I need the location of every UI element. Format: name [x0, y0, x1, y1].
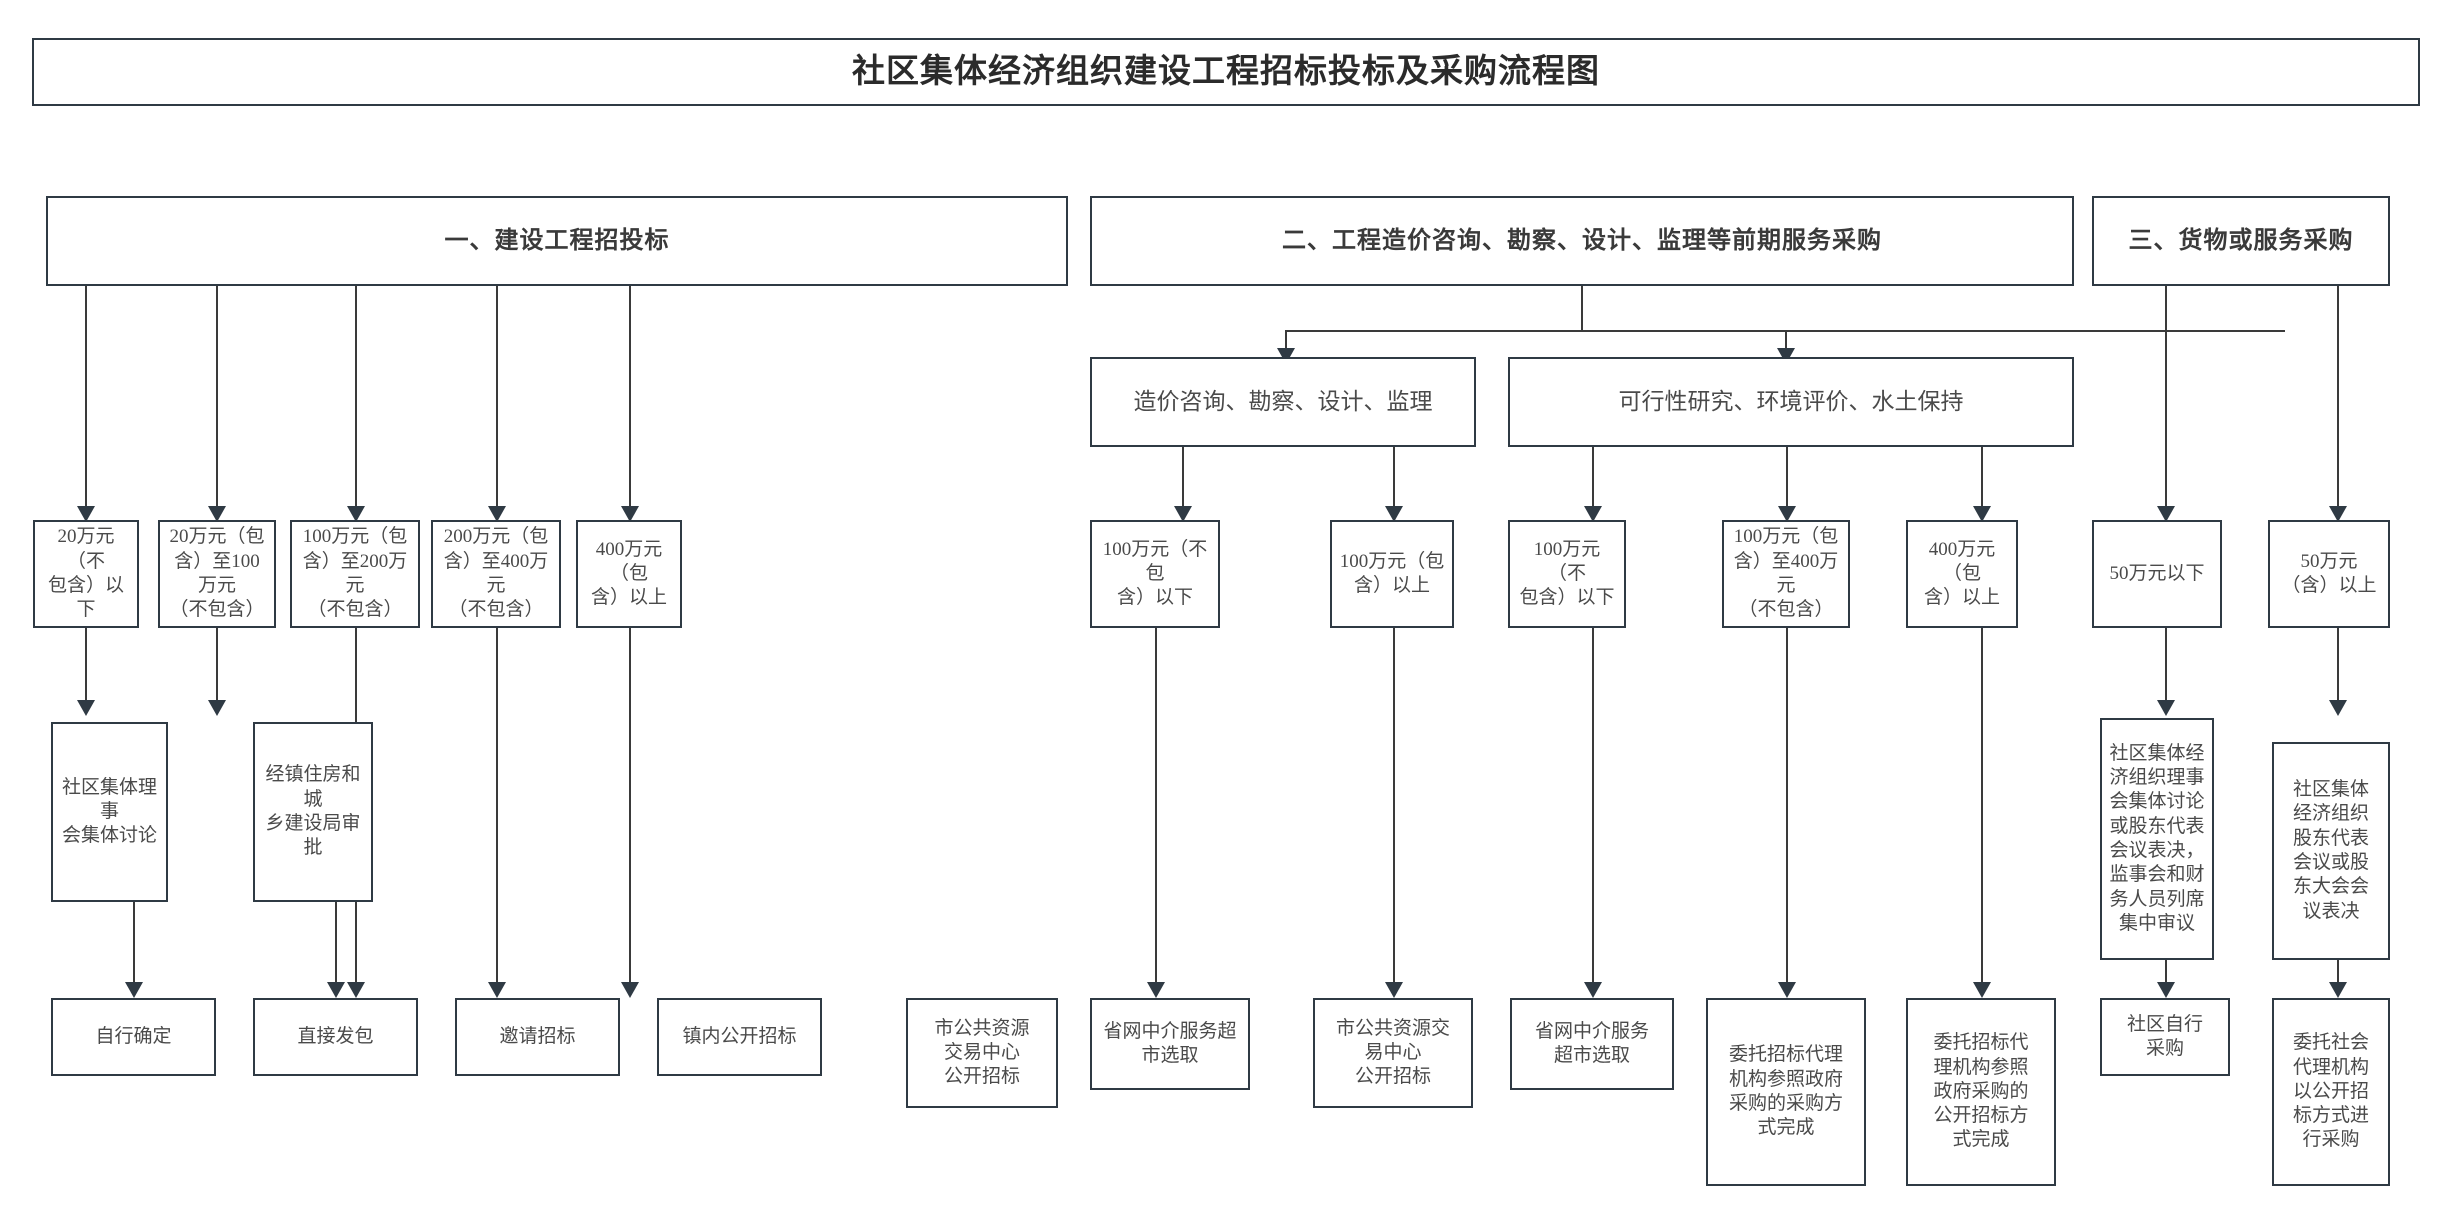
connector-col4-result	[496, 628, 498, 988]
threshold-box-8: 100万元（不 包含）以下	[1508, 520, 1626, 628]
connector-sec1-col3	[355, 286, 357, 512]
connector-suba-col7	[1393, 447, 1395, 512]
threshold-box-12: 50万元 （含）以上	[2268, 520, 2390, 628]
arrowhead-col9	[1778, 506, 1796, 522]
connector-col1-middle	[85, 628, 87, 708]
result-box-9: 委托招标代理 机构参照政府 采购的采购方 式完成	[1706, 998, 1866, 1186]
result-box-8: 省网中介服务 超市选取	[1510, 998, 1674, 1090]
arrowhead-sec1-col1	[77, 506, 95, 522]
threshold-box-9: 100万元（包 含）至400万元 （不包含）	[1722, 520, 1850, 628]
arrowhead-col9-result	[1778, 982, 1796, 998]
connector-col7-result	[1393, 628, 1395, 988]
arrowhead-col11-middle	[2157, 700, 2175, 716]
middle-box-1: 社区集体理事 会集体讨论	[51, 722, 168, 902]
connector-sec2-stem	[1581, 286, 1583, 330]
result-box-3: 邀请招标	[455, 998, 620, 1076]
arrowhead-sec1-col3	[347, 506, 365, 522]
arrowhead-col8	[1584, 506, 1602, 522]
connector-subb-col8	[1592, 447, 1594, 512]
threshold-box-4: 200万元（包 含）至400万元 （不包含）	[431, 520, 561, 628]
threshold-box-10: 400万元（包 含）以上	[1906, 520, 2018, 628]
connector-col5-result	[629, 628, 631, 988]
result-box-5: 市公共资源 交易中心 公开招标	[906, 998, 1058, 1108]
connector-subb-col10	[1981, 447, 1983, 512]
connector-col2-middle	[216, 628, 218, 708]
arrowhead-mid1-result	[125, 982, 143, 998]
connector-mid11-result	[2165, 960, 2167, 988]
threshold-box-1: 20万元（不 包含）以下	[33, 520, 139, 628]
section-header-goods-or-service-procurement: 三、货物或服务采购	[2092, 196, 2390, 286]
section-header-construction-bidding: 一、建设工程招投标	[46, 196, 1068, 286]
connector-suba-col6	[1182, 447, 1184, 512]
result-box-11: 社区自行 采购	[2100, 998, 2230, 1076]
threshold-box-11: 50万元以下	[2092, 520, 2222, 628]
arrowhead-col10	[1973, 506, 1991, 522]
section-header-preliminary-service-procurement: 二、工程造价咨询、勘察、设计、监理等前期服务采购	[1090, 196, 2074, 286]
result-box-4: 镇内公开招标	[657, 998, 822, 1076]
arrowhead-col4-result	[488, 982, 506, 998]
connector-sec1-col4	[496, 286, 498, 512]
connector-sec1-col2	[216, 286, 218, 512]
threshold-box-5: 400万元（包 含）以上	[576, 520, 682, 628]
connector-col11-middle	[2165, 628, 2167, 708]
arrowhead-sec1-col4	[488, 506, 506, 522]
threshold-box-7: 100万元（包 含）以上	[1330, 520, 1454, 628]
arrowhead-col7	[1385, 506, 1403, 522]
connector-sec1-col1	[85, 286, 87, 512]
connector-sec3-col11	[2165, 286, 2167, 512]
arrowhead-col12	[2329, 506, 2347, 522]
arrowhead-col5-result	[621, 982, 639, 998]
result-box-7: 市公共资源交 易中心 公开招标	[1313, 998, 1473, 1108]
threshold-box-3: 100万元（包 含）至200万元 （不包含）	[290, 520, 420, 628]
arrowhead-col2-middle	[208, 700, 226, 716]
result-box-6: 省网中介服务超 市选取	[1090, 998, 1250, 1090]
page-title: 社区集体经济组织建设工程招标投标及采购流程图	[32, 38, 2420, 106]
connector-col10-result	[1981, 628, 1983, 988]
arrowhead-col1-middle	[77, 700, 95, 716]
middle-box-2: 经镇住房和城 乡建设局审批	[253, 722, 373, 902]
connector-col9-result	[1786, 628, 1788, 988]
arrowhead-mid11-result	[2157, 982, 2175, 998]
subcategory-feasibility-environment-soil: 可行性研究、环境评价、水土保持	[1508, 357, 2074, 447]
arrowhead-mid2-result	[327, 982, 345, 998]
arrowhead-col7-result	[1385, 982, 1403, 998]
middle-box-12: 社区集体 经济组织 股东代表 会议或股 东大会会 议表决	[2272, 742, 2390, 960]
subcategory-cost-consulting-survey-design-supervision: 造价咨询、勘察、设计、监理	[1090, 357, 1476, 447]
result-box-10: 委托招标代 理机构参照 政府采购的 公开招标方 式完成	[1906, 998, 2056, 1186]
connector-col8-result	[1592, 628, 1594, 988]
result-box-12: 委托社会 代理机构 以公开招 标方式进 行采购	[2272, 998, 2390, 1186]
connector-sec1-col5	[629, 286, 631, 512]
arrowhead-col12-middle	[2329, 700, 2347, 716]
connector-col6-result	[1155, 628, 1157, 988]
arrowhead-col3-result	[347, 982, 365, 998]
arrowhead-col10-result	[1973, 982, 1991, 998]
arrowhead-sec1-col2	[208, 506, 226, 522]
connector-mid12-result	[2337, 960, 2339, 988]
middle-box-11: 社区集体经 济组织理事 会集体讨论 或股东代表 会议表决， 监事会和财 务人员列…	[2100, 718, 2214, 960]
arrowhead-mid12-result	[2329, 982, 2347, 998]
arrowhead-sec1-col5	[621, 506, 639, 522]
arrowhead-col8-result	[1584, 982, 1602, 998]
connector-col12-middle	[2337, 628, 2339, 708]
arrowhead-col6	[1174, 506, 1192, 522]
result-box-2: 直接发包	[253, 998, 418, 1076]
connector-sec3-col12	[2337, 286, 2339, 512]
arrowhead-col11	[2157, 506, 2175, 522]
connector-subb-col9	[1786, 447, 1788, 512]
arrowhead-col6-result	[1147, 982, 1165, 998]
connector-mid1-result	[133, 902, 135, 988]
result-box-1: 自行确定	[51, 998, 216, 1076]
connector-sec2-to-sub-a	[1285, 330, 1287, 352]
connector-mid2-result	[335, 902, 337, 988]
threshold-box-2: 20万元（包 含）至100万元 （不包含）	[158, 520, 276, 628]
threshold-box-6: 100万元（不包 含）以下	[1090, 520, 1220, 628]
connector-sec2-to-sub-b	[1785, 330, 1787, 352]
